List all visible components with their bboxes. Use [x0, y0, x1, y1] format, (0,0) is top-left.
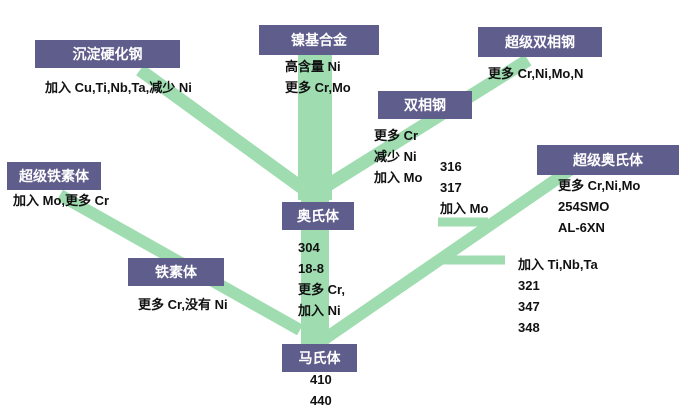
note-line: 更多 Cr,: [298, 282, 345, 297]
node-nickel-alloy: 镍基合金: [259, 25, 379, 55]
note-super-ferritic: 加入 Mo,更多 Cr: [13, 190, 109, 211]
note-line: 更多 Cr,Ni,Mo: [558, 178, 641, 193]
node-ferritic: 铁素体: [128, 258, 224, 286]
note-line: AL-6XN: [558, 220, 605, 235]
branch-precipitation: [136, 64, 309, 196]
note-super-austenitic: 更多 Cr,Ni,Mo 254SMO AL-6XN: [558, 175, 640, 238]
node-martensitic: 马氏体: [282, 344, 357, 372]
note-line: 更多 Cr,没有 Ni: [138, 297, 228, 312]
note-line: 更多 Cr,Mo: [285, 80, 351, 95]
node-super-ferritic: 超级铁素体: [7, 162, 101, 190]
node-super-duplex: 超级双相钢: [478, 27, 602, 57]
note-martensitic: 410 440: [310, 369, 332, 411]
note-line: 加入 Cu,Ti,Nb,Ta,减少 Ni: [45, 80, 192, 95]
branch-super-duplex: [324, 54, 532, 191]
note-line: 410: [310, 372, 332, 387]
note-line: 加入 Ni: [298, 303, 341, 318]
note-line: 304: [298, 240, 320, 255]
node-precipitation-hardening: 沉淀硬化钢: [35, 40, 180, 68]
note-line: 440: [310, 393, 332, 408]
note-line: 高含量 Ni: [285, 59, 341, 74]
note-line: 加入 Mo: [440, 201, 489, 216]
note-line: 348: [518, 320, 540, 335]
note-line: 18-8: [298, 261, 325, 276]
note-line: 加入 Ti,Nb,Ta: [518, 257, 598, 272]
note-line: 减少 Ni: [374, 149, 417, 164]
note-line: 317: [440, 180, 462, 195]
note-line: 更多 Cr,Ni,Mo,N: [488, 66, 584, 81]
note-line: 316: [440, 159, 462, 174]
node-super-austenitic: 超级奥氏体: [537, 145, 679, 175]
note-precipitation: 加入 Cu,Ti,Nb,Ta,减少 Ni: [45, 77, 192, 98]
note-line: 加入 Mo: [374, 170, 423, 185]
note-super-duplex: 更多 Cr,Ni,Mo,N: [488, 63, 583, 84]
note-line: 254SMO: [558, 199, 610, 214]
note-stabilized: 加入 Ti,Nb,Ta 321 347 348: [518, 254, 598, 338]
node-duplex: 双相钢: [378, 91, 472, 119]
note-ferritic: 更多 Cr,没有 Ni: [138, 294, 228, 315]
note-line: 加入 Mo,更多 Cr: [13, 193, 110, 208]
node-austenitic: 奥氏体: [282, 202, 354, 230]
branch-super-austenitic: [319, 165, 574, 345]
note-mo-grades: 316 317 加入 Mo: [440, 156, 488, 219]
note-line: 更多 Cr: [374, 128, 419, 143]
note-duplex: 更多 Cr 减少 Ni 加入 Mo: [374, 125, 422, 188]
note-austenitic: 304 18-8 更多 Cr, 加入 Ni: [298, 237, 345, 321]
note-line: 347: [518, 299, 540, 314]
note-line: 321: [518, 278, 540, 293]
note-nickel-alloy: 高含量 Ni 更多 Cr,Mo: [285, 56, 351, 98]
